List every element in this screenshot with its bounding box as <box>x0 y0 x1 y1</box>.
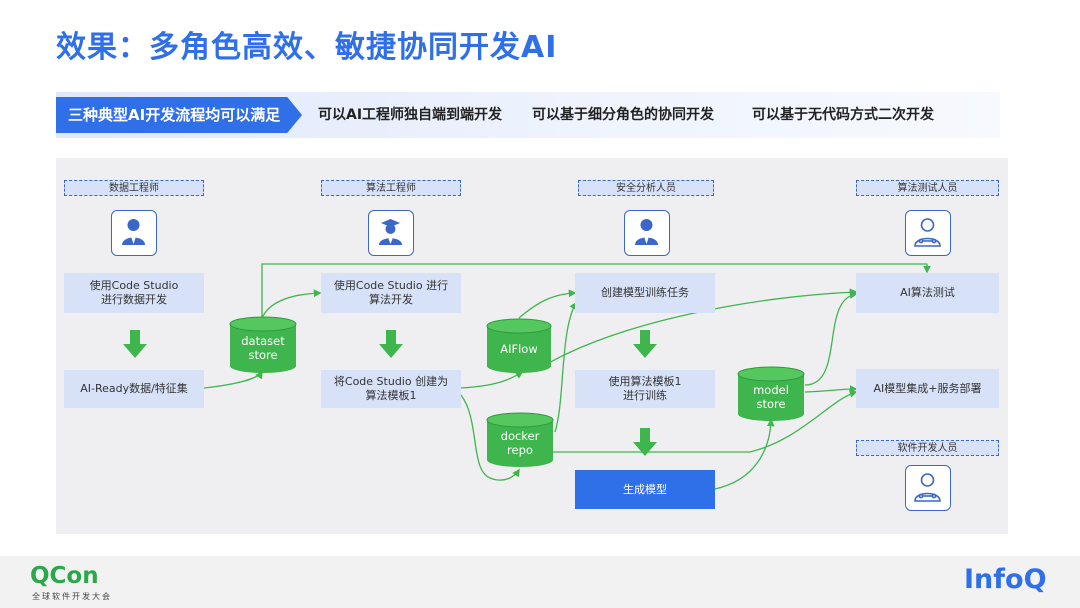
docker-repo-label: docker repo <box>500 429 540 457</box>
box-ai-ready: AI-Ready数据/特征集 <box>64 370 204 408</box>
model-store-cylinder: model store <box>737 366 805 422</box>
box-train: 使用算法模板1 进行训练 <box>575 370 715 408</box>
down-arrow-icon <box>633 428 657 456</box>
model-store-label: model store <box>753 383 789 411</box>
wrench-person-icon <box>905 465 951 511</box>
aiflow-cylinder: AIFlow <box>486 318 552 374</box>
aiflow-label: AIFlow <box>500 342 538 356</box>
edge-dataset-algotest <box>261 263 931 318</box>
down-arrow-icon <box>633 330 657 358</box>
role-security-analyst: 安全分析人员 <box>578 180 714 196</box>
down-arrow-icon <box>123 330 147 358</box>
page-title: 效果：多角色高效、敏捷协同开发AI <box>56 30 558 65</box>
feature-bar-main: 三种典型AI开发流程均可以满足 <box>56 97 302 133</box>
role-algo-tester: 算法测试人员 <box>856 180 999 196</box>
edge-modelstore-algotest <box>804 291 858 386</box>
graduate-icon <box>368 210 414 256</box>
dataset-store-label: dataset store <box>241 334 285 362</box>
box-create-template: 将Code Studio 创建为 算法模板1 <box>321 370 461 408</box>
edge-docker-createtask <box>554 301 577 433</box>
box-algo-dev: 使用Code Studio 进行 算法开发 <box>321 273 461 313</box>
box-algo-test: AI算法测试 <box>856 273 999 313</box>
person-icon <box>624 210 670 256</box>
edge-aiready-dataset <box>203 370 263 389</box>
edge-modelstore-deploy <box>804 385 858 393</box>
dataset-store-cylinder: dataset store <box>229 316 297 374</box>
box-gen-model: 生成模型 <box>575 470 715 509</box>
footer <box>0 556 1080 608</box>
edge-aiflow-algotest <box>539 288 858 369</box>
role-algo-engineer: 算法工程师 <box>321 180 461 196</box>
wrench-person-icon <box>905 210 951 256</box>
person-icon <box>111 210 157 256</box>
box-create-task: 创建模型训练任务 <box>575 273 715 313</box>
edge-genmodel-modelstore <box>714 418 775 490</box>
infoq-logo: InfoQ <box>964 564 1047 595</box>
box-data-dev: 使用Code Studio 进行数据开发 <box>64 273 204 313</box>
edge-docker-deploy <box>553 390 858 453</box>
edge-template-docker <box>460 394 520 481</box>
qcon-subtitle: 全球软件开发大会 <box>32 592 112 601</box>
feature-item-2: 可以基于细分角色的协同开发 <box>532 107 714 123</box>
feature-item-3: 可以基于无代码方式二次开发 <box>752 107 934 123</box>
docker-repo-cylinder: docker repo <box>486 412 554 468</box>
feature-item-1: 可以AI工程师独自端到端开发 <box>318 107 503 123</box>
edge-template-aiflow <box>460 371 524 389</box>
role-software-dev: 软件开发人员 <box>856 440 999 456</box>
down-arrow-icon <box>379 330 403 358</box>
edge-aiflow-createtask <box>518 289 577 319</box>
edge-dataset-algodev <box>261 289 322 319</box>
box-deploy: AI模型集成+服务部署 <box>856 369 999 408</box>
role-data-engineer: 数据工程师 <box>64 180 204 196</box>
qcon-logo: QCon <box>30 563 99 589</box>
